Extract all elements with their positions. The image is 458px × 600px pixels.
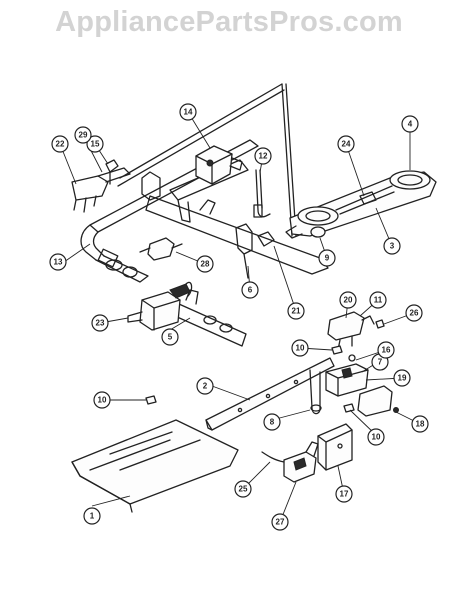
callout-21: 21 (287, 302, 305, 320)
callout-10-left: 10 (93, 391, 111, 409)
part-18-bracket (357, 385, 399, 417)
callout-label: 22 (56, 140, 65, 149)
callout-label: 15 (91, 140, 100, 149)
top-burner (285, 170, 437, 239)
part-17-bracket (317, 423, 353, 471)
callout-15: 15 (86, 135, 104, 153)
callout-label: 21 (292, 307, 301, 316)
callout-label: 3 (390, 242, 395, 251)
callout-14: 14 (179, 103, 197, 121)
part-27-sensor (261, 441, 319, 483)
callout-label: 16 (382, 346, 391, 355)
callout-20: 20 (339, 291, 357, 309)
part-10-clip-left (145, 395, 157, 405)
callout-label: 7 (378, 358, 383, 367)
callout-25: 25 (234, 480, 252, 498)
callout-label: 9 (325, 254, 330, 263)
part-14-regulator (195, 145, 243, 185)
part-10-clip-upper (331, 345, 343, 355)
callout-10-middle: 10 (367, 428, 385, 446)
part-10-clip-middle (343, 403, 355, 413)
callout-17: 17 (335, 485, 353, 503)
callout-label: 20 (344, 296, 353, 305)
part-28-bracket (139, 237, 183, 261)
callout-4: 4 (401, 115, 419, 133)
burner-tube (145, 195, 329, 275)
callout-label: 28 (201, 260, 210, 269)
callout-label: 17 (340, 490, 349, 499)
callout-5: 5 (161, 328, 179, 346)
part-15-valve (105, 159, 119, 185)
part-20-igniter-bracket (327, 311, 385, 351)
part-2-bracket-plate (205, 357, 335, 431)
callout-18: 18 (411, 415, 429, 433)
callout-label: 1 (90, 512, 95, 521)
callout-label: 27 (276, 518, 285, 527)
callout-label: 12 (259, 152, 268, 161)
part-1-heat-shield (71, 419, 239, 513)
upper-rod (117, 83, 297, 237)
callout-label: 10 (372, 433, 381, 442)
callout-label: 4 (408, 120, 413, 129)
callout-22: 22 (51, 135, 69, 153)
callout-1: 1 (83, 507, 101, 525)
callout-label: 23 (96, 319, 105, 328)
callout-label: 24 (342, 140, 351, 149)
callout-3: 3 (383, 237, 401, 255)
part-7-spark-module (325, 354, 369, 397)
callout-label: 19 (398, 374, 407, 383)
callout-10-upper: 10 (291, 339, 309, 357)
callout-label: 10 (98, 396, 107, 405)
callout-16: 16 (377, 341, 395, 359)
callout-11: 11 (369, 291, 387, 309)
callout-26: 26 (405, 304, 423, 322)
part-22-thermostat-bracket (71, 167, 131, 213)
callout-12: 12 (254, 147, 272, 165)
callout-13: 13 (49, 253, 67, 271)
watermark: AppliancePartsPros.com (55, 6, 403, 38)
callout-label: 29 (79, 131, 88, 140)
callout-label: 18 (416, 420, 425, 429)
callout-label: 8 (270, 418, 275, 427)
part-6-bracket (235, 223, 253, 279)
callout-label: 2 (203, 382, 208, 391)
callout-28: 28 (196, 255, 214, 273)
callout-27: 27 (271, 513, 289, 531)
part-12-tube (253, 169, 271, 218)
callout-24: 24 (337, 135, 355, 153)
manifold-pipe (80, 139, 259, 283)
part-23-gas-valve (127, 281, 193, 331)
callout-2: 2 (196, 377, 214, 395)
callout-19: 19 (393, 369, 411, 387)
callout-label: 11 (374, 296, 383, 305)
callout-8: 8 (263, 413, 281, 431)
callout-label: 5 (168, 333, 173, 342)
callout-9: 9 (318, 249, 336, 267)
callout-label: 13 (54, 258, 63, 267)
callout-label: 26 (410, 309, 419, 318)
callout-23: 23 (91, 314, 109, 332)
callout-6: 6 (241, 281, 259, 299)
part-8-tube (309, 369, 322, 415)
callout-29: 29 (74, 126, 92, 144)
callout-label: 14 (184, 108, 193, 117)
callout-label: 10 (296, 344, 305, 353)
callout-label: 25 (239, 485, 248, 494)
callout-label: 6 (248, 286, 253, 295)
